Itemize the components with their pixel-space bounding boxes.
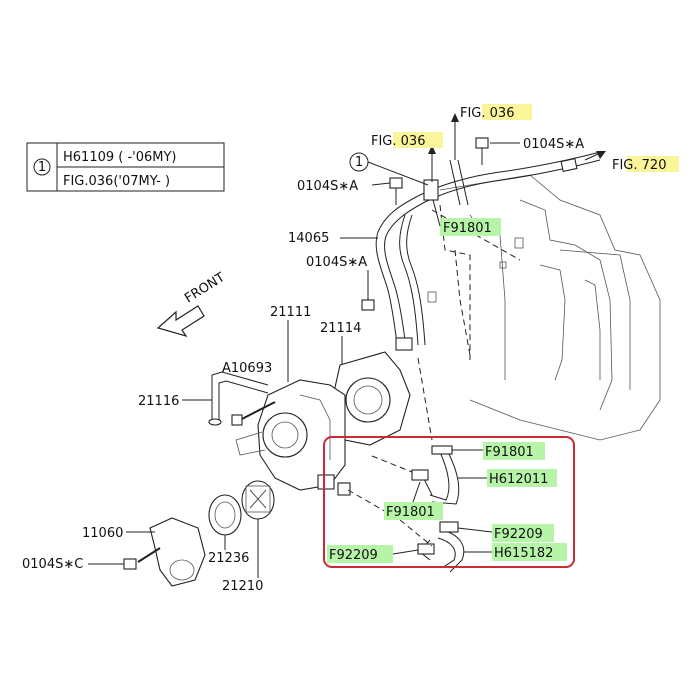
- legend-marker: 1: [38, 160, 46, 175]
- bolt-0104sa-left: [389, 177, 403, 205]
- part-f91801-box: F91801: [485, 445, 534, 460]
- part-0104sa-left: 0104S∗A: [297, 179, 358, 194]
- bolt-0104sa-top: [475, 137, 489, 165]
- bolt-a10693: [231, 401, 276, 426]
- highlight-f91801-top: [440, 218, 501, 236]
- engine-block: [427, 174, 661, 441]
- callout-fig036-mid: FIG. 036: [371, 134, 425, 149]
- highlight-f91801-box2: [384, 502, 443, 520]
- highlight-box: [323, 436, 575, 568]
- front-label: FRONT: [182, 270, 228, 306]
- part-f92209-left: F92209: [329, 548, 378, 563]
- highlight-fig036-top: [482, 104, 532, 120]
- part-h615182: H615182: [494, 546, 553, 561]
- highlight-h615182: [492, 543, 567, 561]
- bolt-0104sa-mid: [361, 285, 375, 311]
- part-a10693: A10693: [222, 361, 272, 376]
- part-14065: 14065: [288, 231, 329, 246]
- part-h612011: H612011: [489, 472, 548, 487]
- hose-h615182: [417, 521, 465, 573]
- gasket-21114: [329, 351, 411, 446]
- legend-row-1: H61109 ( -'06MY): [63, 150, 177, 165]
- gasket-21236: [208, 494, 242, 536]
- part-21114: 21114: [320, 321, 361, 336]
- part-21236: 21236: [208, 551, 249, 566]
- thermostat-21210: [241, 480, 275, 520]
- callout-fig720: FIG. 720: [612, 158, 666, 173]
- callout-circle-1: 1: [355, 155, 363, 170]
- highlight-fig036-mid: [393, 132, 443, 148]
- highlight-h612011: [487, 469, 557, 487]
- coolant-pipe-14065: [375, 113, 606, 351]
- highlight-f92209-l: [327, 545, 393, 563]
- part-f91801-box2: F91801: [386, 505, 435, 520]
- part-21111: 21111: [270, 305, 311, 320]
- part-0104sc: 0104S∗C: [22, 557, 83, 572]
- part-21116: 21116: [138, 394, 179, 409]
- front-arrow: FRONT: [156, 270, 228, 338]
- part-f91801-top: F91801: [443, 221, 492, 236]
- thermostat-cover-11060: [123, 517, 206, 587]
- highlight-f92209-r: [492, 524, 554, 542]
- legend-row-2: FIG.036('07MY- ): [63, 174, 170, 189]
- highlight-f91801-box: [483, 442, 545, 460]
- callout-fig036-top: FIG. 036: [460, 106, 514, 121]
- highlight-fig720: [627, 156, 679, 172]
- part-11060: 11060: [82, 526, 123, 541]
- hose-h612011: [411, 445, 460, 505]
- pipe-21116: [208, 371, 269, 426]
- part-f92209-right: F92209: [494, 527, 543, 542]
- legend-table: 1 H61109 ( -'06MY) FIG.036('07MY- ): [26, 142, 225, 192]
- part-0104sa-mid: 0104S∗A: [306, 255, 367, 270]
- part-21210: 21210: [222, 579, 263, 594]
- part-0104sa-top: 0104S∗A: [523, 137, 584, 152]
